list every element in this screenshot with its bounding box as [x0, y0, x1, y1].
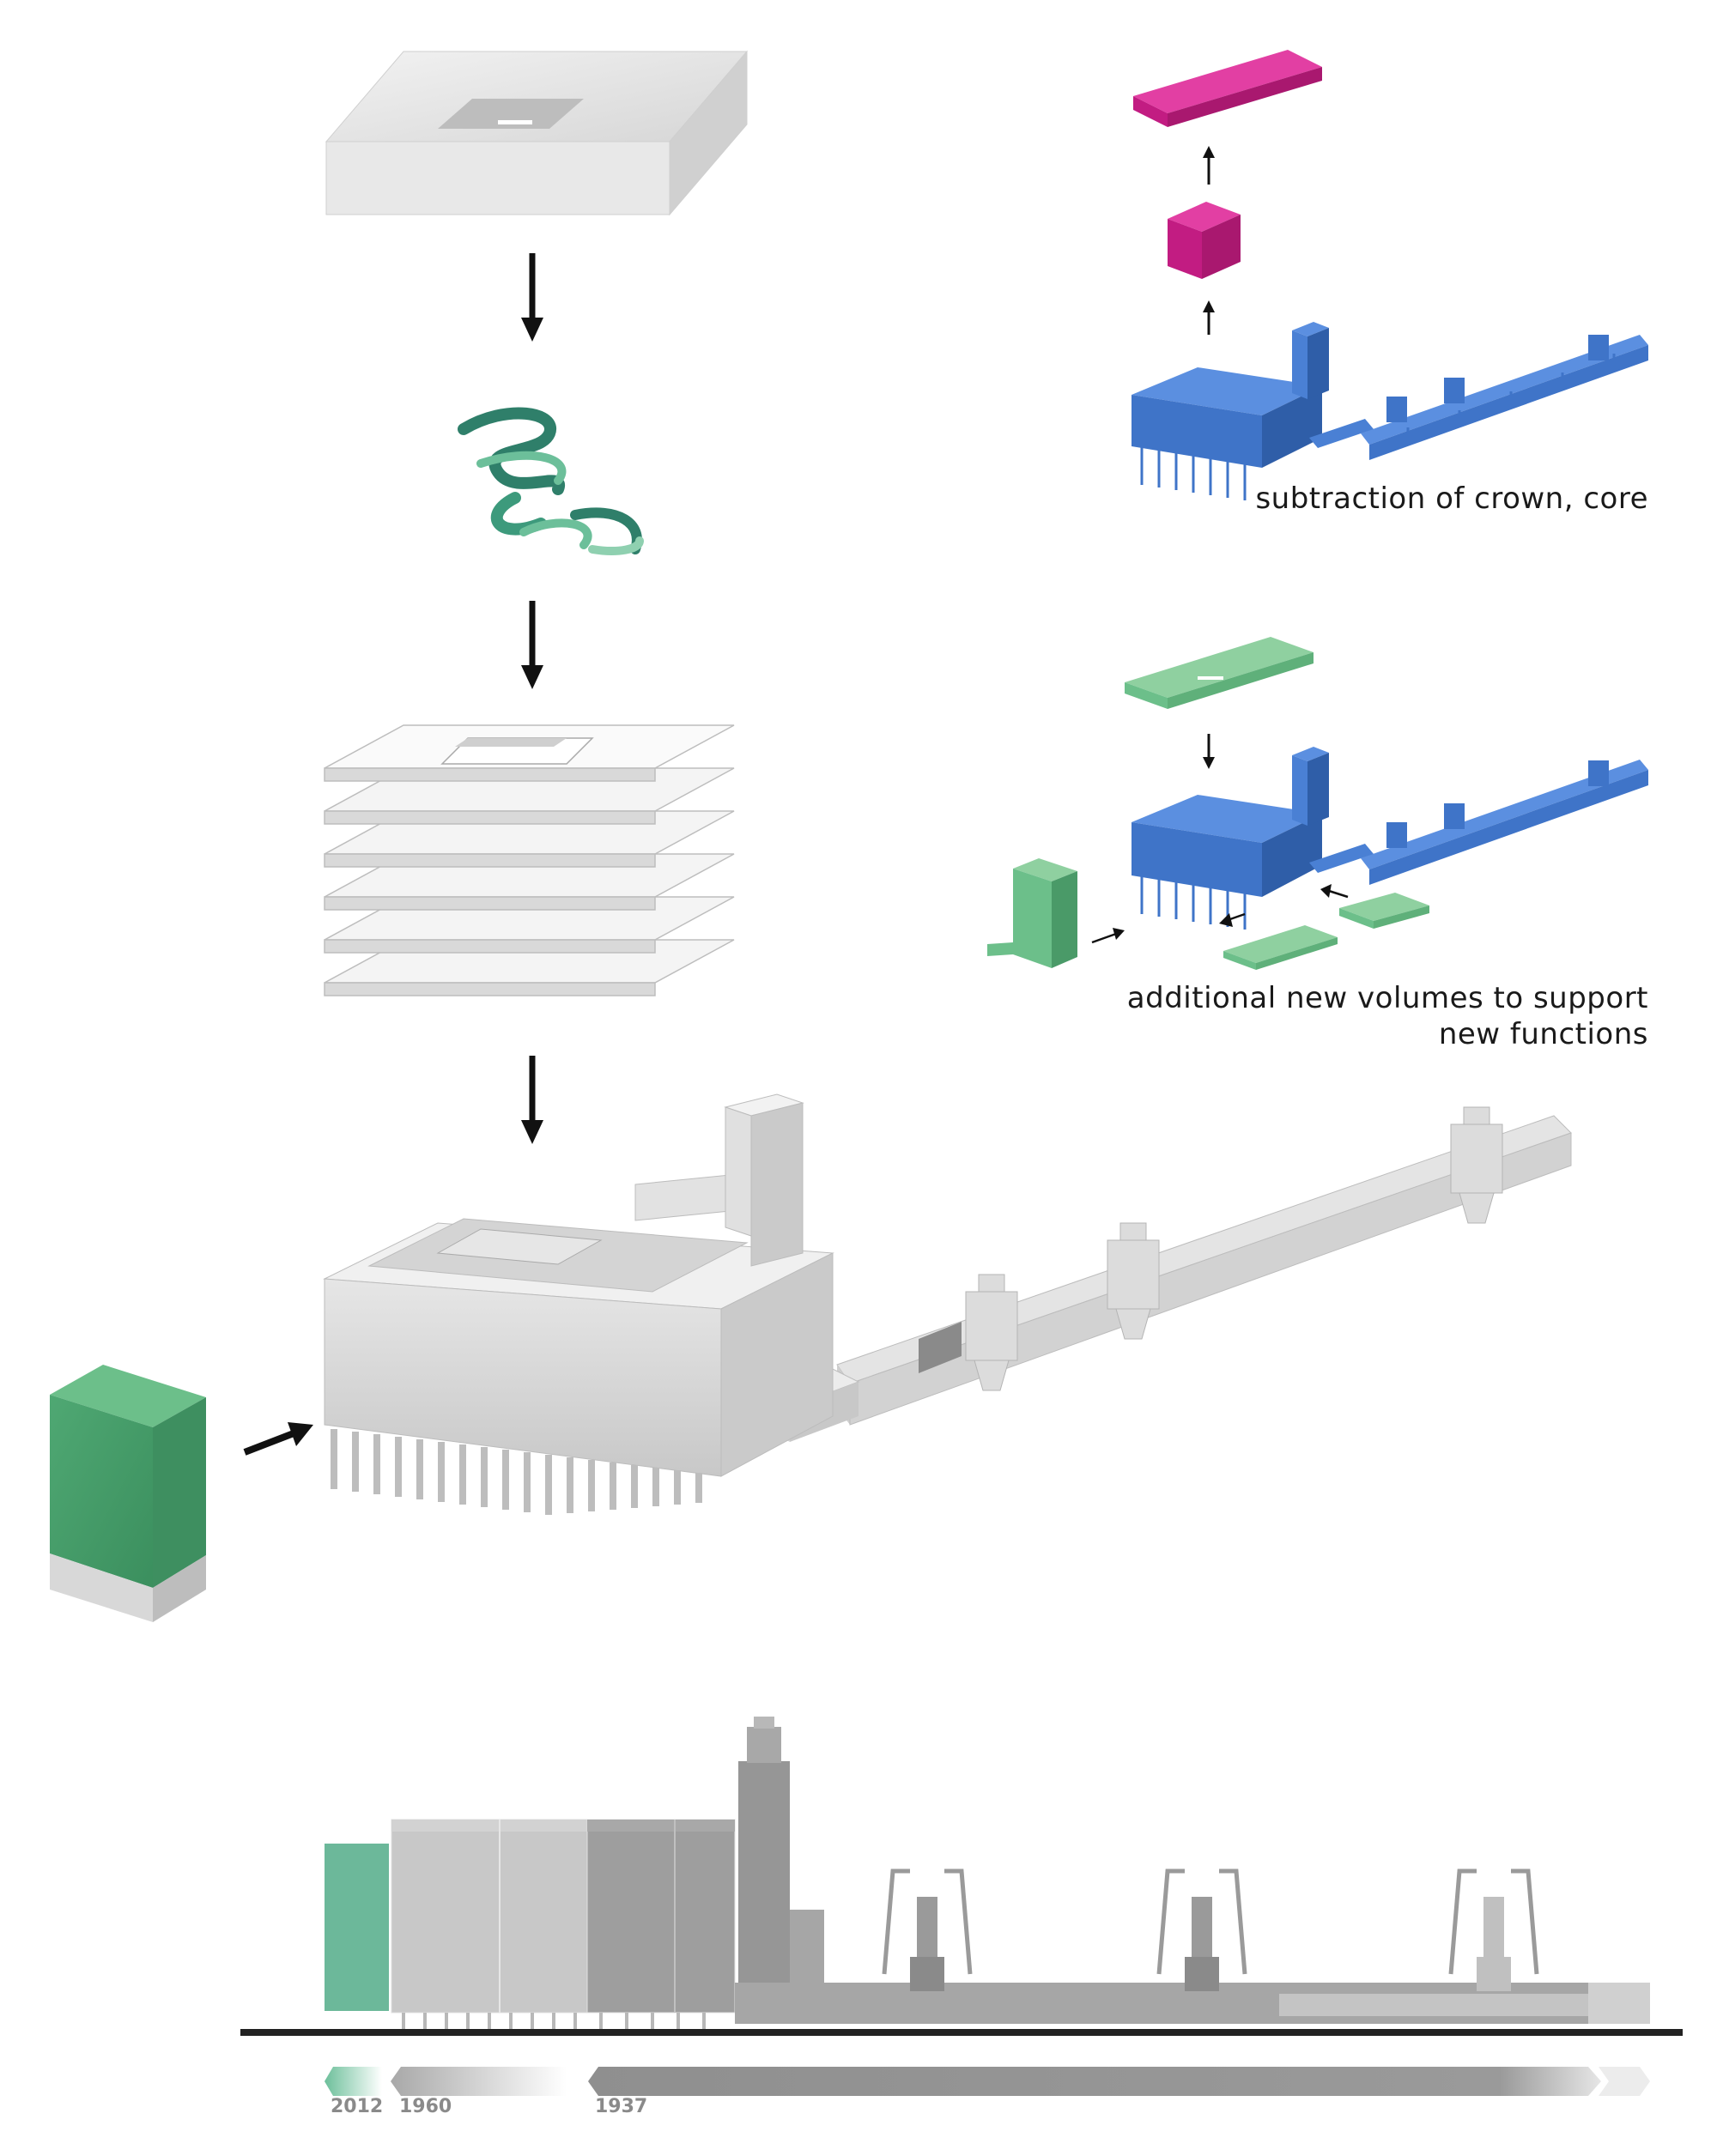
down-arrow-icon — [521, 253, 543, 342]
timeline-bar-1937 — [588, 2067, 1601, 2096]
ground-line — [240, 2029, 1683, 2036]
elevation-loaders — [882, 1868, 1539, 1975]
elevation-tower — [738, 1761, 790, 2014]
subtraction-diagram — [1132, 50, 1648, 500]
year-label-1937: 1937 — [595, 2096, 648, 2117]
year-label-2012: 2012 — [331, 2096, 384, 2117]
elevation-green-addition — [325, 1844, 389, 2011]
down-arrow-icon — [521, 601, 543, 689]
caption-additional-line1: additional new volumes to support — [1126, 981, 1648, 1015]
timeline-bar-1960 — [391, 2067, 567, 2096]
elevation-1937-hall — [586, 1819, 736, 2014]
floor-slabs-stack — [324, 724, 735, 996]
timeline-bar-2012 — [325, 2067, 382, 2096]
down-arrow-icon — [521, 1056, 543, 1144]
caption-subtraction-text: subtraction of crown, core — [1255, 481, 1648, 516]
green-new-volume — [50, 1365, 206, 1622]
caption-subtraction: subtraction of crown, core — [1255, 481, 1648, 517]
elevation-drawing — [240, 1717, 1683, 2036]
main-building-axonometric — [323, 1093, 1572, 1515]
year-label-1960: 1960 — [399, 2096, 452, 2117]
insert-arrow-icon — [243, 1422, 313, 1456]
additions-diagram — [987, 637, 1648, 970]
elevation-1960-hall — [391, 1819, 588, 2014]
crown-plate — [325, 50, 749, 216]
caption-additional-line2: new functions — [1438, 1017, 1648, 1051]
caption-additional: additional new volumes to support new fu… — [1127, 980, 1648, 1052]
ribbon-sculpture — [458, 407, 644, 555]
timeline — [325, 2067, 1650, 2096]
